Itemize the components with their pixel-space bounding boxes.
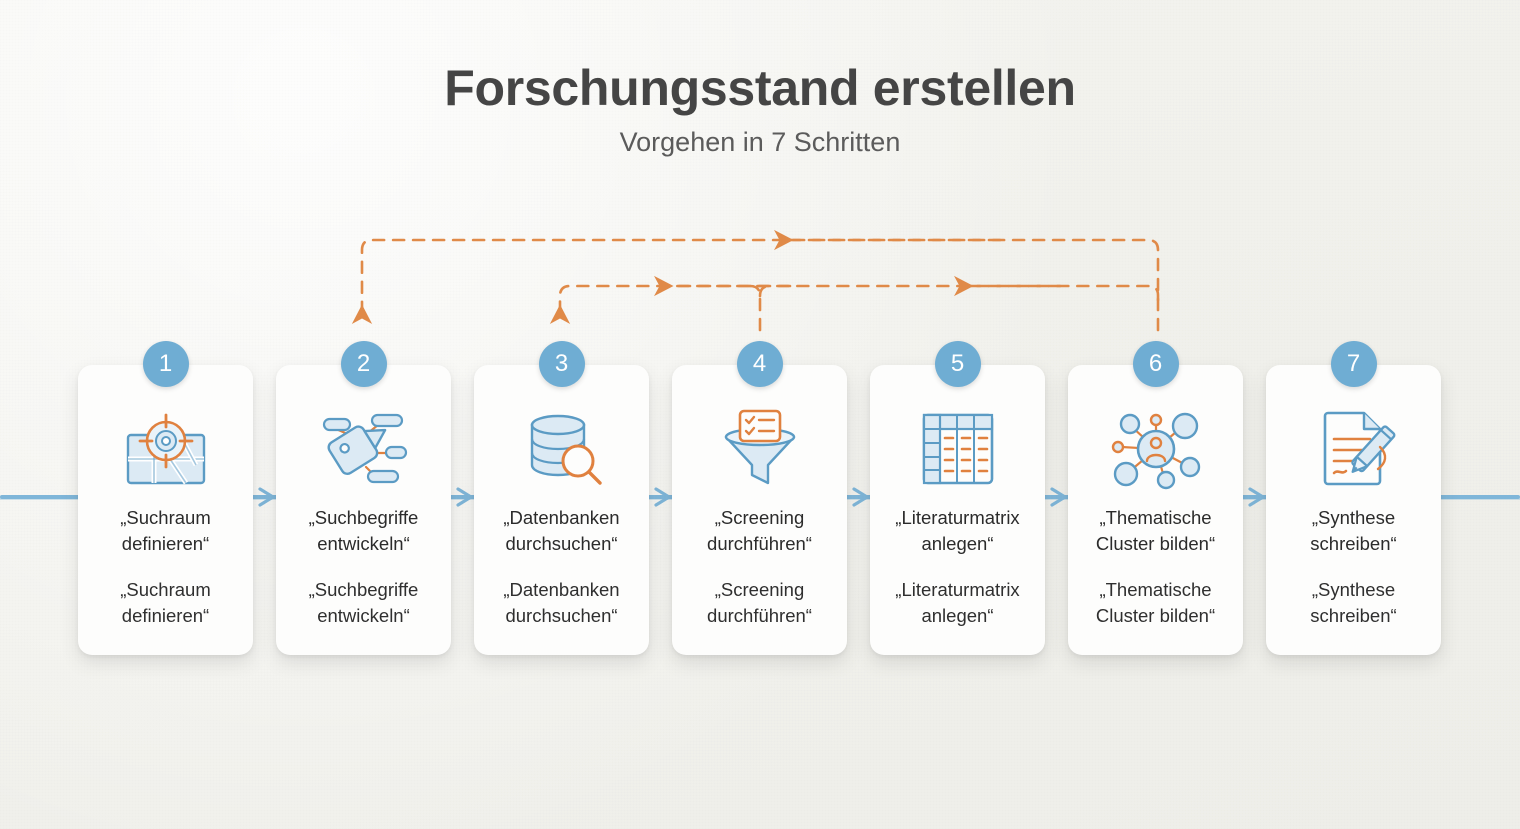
tag-keywords-icon <box>276 403 451 495</box>
step-title-7: „Synthese schreiben“ <box>1310 507 1397 554</box>
step-number-4: 4 <box>752 350 767 377</box>
matrix-table-icon <box>870 403 1045 495</box>
funnel-checklist-icon <box>672 403 847 495</box>
step-description-6: „Thematische Cluster bilden“ <box>1095 579 1216 626</box>
step-description-2: „Suchbegriffe entwickeln“ <box>308 579 419 626</box>
step-badge-6: 6 <box>1132 341 1179 387</box>
step-card-4[interactable]: 4 „Screening durchführen“ „Screening dur… <box>672 341 847 655</box>
step-description-1: „Suchraum definieren“ <box>120 579 211 626</box>
step-number-5: 5 <box>950 350 965 377</box>
flow-arrow-5-6 <box>1045 484 1071 510</box>
step-description-7: „Synthese schreiben“ <box>1310 579 1397 626</box>
step-title-4: „Screening durchführen“ <box>707 507 812 554</box>
header: Forschungsstand erstellen Vorgehen in 7 … <box>0 0 1520 158</box>
document-pencil-icon <box>1266 403 1441 495</box>
step-card-1[interactable]: 1 „Suchraum definieren“ „Suchraum defini… <box>78 341 253 655</box>
step-badge-1: 1 <box>142 341 189 387</box>
page-subtitle: Vorgehen in 7 Schritten <box>619 127 901 157</box>
step-number-2: 2 <box>356 350 371 377</box>
page-title: Forschungsstand erstellen <box>444 60 1076 116</box>
step-badge-7: 7 <box>1330 341 1377 387</box>
step-description-5: „Literaturmatrix anlegen“ <box>895 579 1020 626</box>
step-title-3: „Datenbanken durchsuchen“ <box>503 507 620 554</box>
step-card-3[interactable]: 3 „Datenbanken durchsuchen“ „Datenbanken… <box>474 341 649 655</box>
step-title-2: „Suchbegriffe entwickeln“ <box>308 507 419 554</box>
step-badge-4: 4 <box>736 341 783 387</box>
map-target-icon <box>78 403 253 495</box>
step-number-1: 1 <box>158 350 173 377</box>
step-card-5[interactable]: 5 „Literaturmatrix anlegen“ „Literaturma… <box>870 341 1045 655</box>
database-search-icon <box>474 403 649 495</box>
step-number-7: 7 <box>1346 350 1361 377</box>
flow-arrow-3-4 <box>649 484 675 510</box>
step-number-3: 3 <box>554 350 569 377</box>
flow-arrow-1-2 <box>253 484 279 510</box>
step-title-5: „Literaturmatrix anlegen“ <box>895 507 1020 554</box>
step-card-7[interactable]: 7 „Synthese schreiben“ „Synthese schreib… <box>1266 341 1441 655</box>
step-badge-5: 5 <box>934 341 981 387</box>
flow-arrow-4-5 <box>847 484 873 510</box>
flow-arrow-6-7 <box>1243 484 1269 510</box>
step-number-6: 6 <box>1148 350 1163 377</box>
step-title-1: „Suchraum definieren“ <box>120 507 211 554</box>
step-card-2[interactable]: 2 „Suchbegriffe entwickeln“ „Suchbegriff… <box>276 341 451 655</box>
step-badge-2: 2 <box>340 341 387 387</box>
step-title-6: „Thematische Cluster bilden“ <box>1095 507 1216 554</box>
flow-arrow-2-3 <box>451 484 477 510</box>
step-badge-3: 3 <box>538 341 585 387</box>
cluster-network-icon <box>1068 403 1243 495</box>
step-description-4: „Screening durchführen“ <box>707 579 812 626</box>
step-description-3: „Datenbanken durchsuchen“ <box>503 579 620 626</box>
step-card-6[interactable]: 6 „Thematische Cluster bilden“ „Thematis… <box>1068 341 1243 655</box>
